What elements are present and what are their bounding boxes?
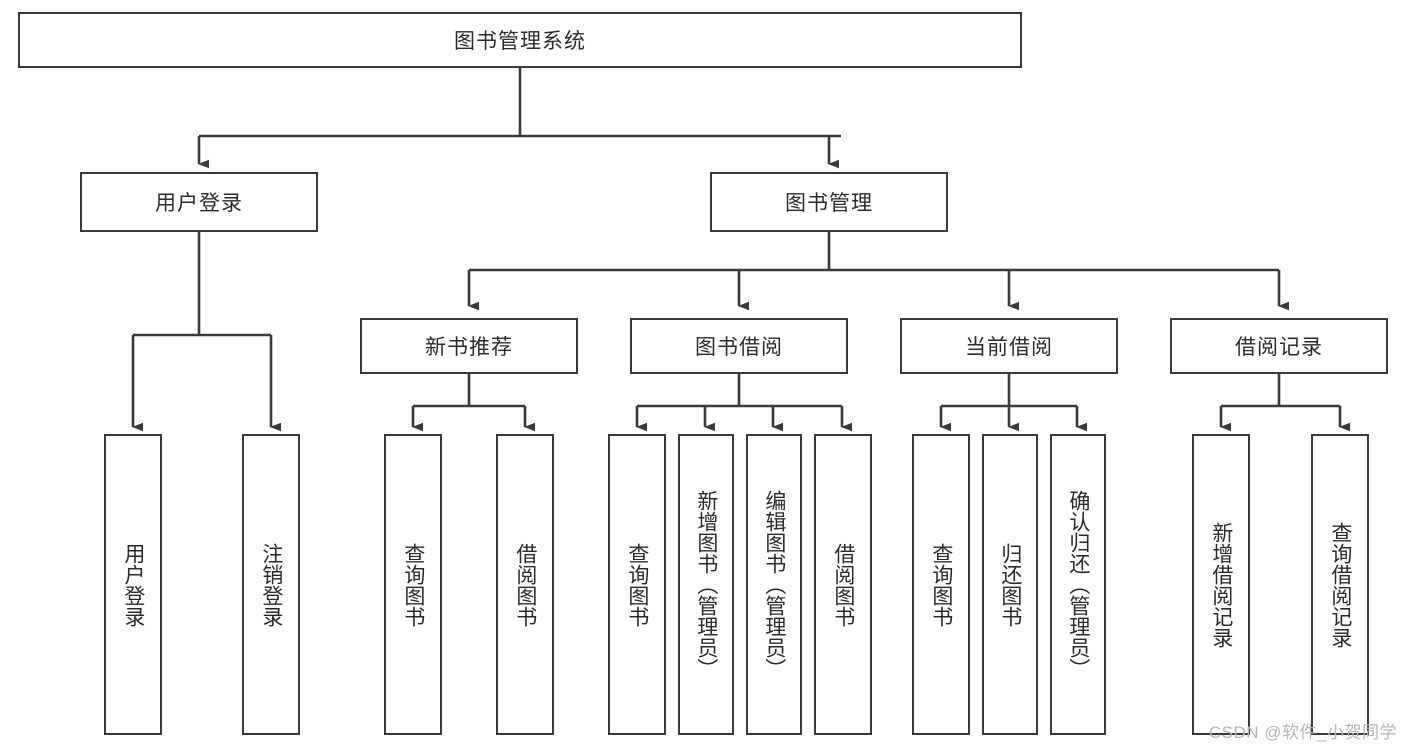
node-new-book-recommendation[interactable]: 新书推荐 [360,318,578,374]
leaf-add-book-admin[interactable]: 新增图书（管理员） [678,434,734,735]
node-label: 注销登录 [259,542,283,627]
node-user-login[interactable]: 用户登录 [80,172,318,232]
leaf-return-book[interactable]: 归还图书 [982,434,1038,735]
node-book-borrowing[interactable]: 图书借阅 [630,318,848,374]
node-label: 借阅图书 [831,542,855,627]
node-label: 当前借阅 [965,336,1053,359]
node-book-management[interactable]: 图书管理 [710,172,948,232]
node-borrowing-record[interactable]: 借阅记录 [1170,318,1388,374]
leaf-query-borrow-record[interactable]: 查询借阅记录 [1311,434,1369,735]
node-label: 新书推荐 [425,336,513,359]
node-label: 图书管理系统 [454,30,586,53]
node-label: 查询图书 [929,542,953,627]
node-label: 新增借阅记录 [1209,521,1233,648]
node-label: 查询借阅记录 [1328,521,1352,648]
watermark: CSDN @软件_小贺同学 [1208,723,1397,742]
leaf-query-book-newbook[interactable]: 查询图书 [384,434,442,735]
node-label: 借阅图书 [513,542,537,627]
leaf-add-borrow-record[interactable]: 新增借阅记录 [1192,434,1250,735]
node-label: 用户登录 [155,192,243,215]
connector-lines [131,68,1350,432]
leaf-user-login[interactable]: 用户登录 [104,434,162,735]
leaf-query-book-borrowing[interactable]: 查询图书 [608,434,666,735]
leaf-borrow-book-borrowing[interactable]: 借阅图书 [814,434,872,735]
node-label: 新增图书（管理员） [694,490,718,679]
node-label: 查询图书 [625,542,649,627]
node-label: 编辑图书（管理员） [762,490,786,679]
node-label: 确认归还（管理员） [1066,490,1090,679]
node-label: 图书管理 [785,192,873,215]
node-label: 用户登录 [121,542,145,627]
leaf-query-book-current[interactable]: 查询图书 [912,434,970,735]
leaf-edit-book-admin[interactable]: 编辑图书（管理员） [746,434,802,735]
node-label: 图书借阅 [695,336,783,359]
leaf-logout[interactable]: 注销登录 [242,434,300,735]
node-label: 归还图书 [998,542,1022,627]
node-current-borrowing[interactable]: 当前借阅 [900,318,1118,374]
node-label: 借阅记录 [1235,336,1323,359]
node-root-book-management-system[interactable]: 图书管理系统 [18,12,1022,68]
leaf-confirm-return-admin[interactable]: 确认归还（管理员） [1050,434,1106,735]
leaf-borrow-book-newbook[interactable]: 借阅图书 [496,434,554,735]
node-label: 查询图书 [401,542,425,627]
